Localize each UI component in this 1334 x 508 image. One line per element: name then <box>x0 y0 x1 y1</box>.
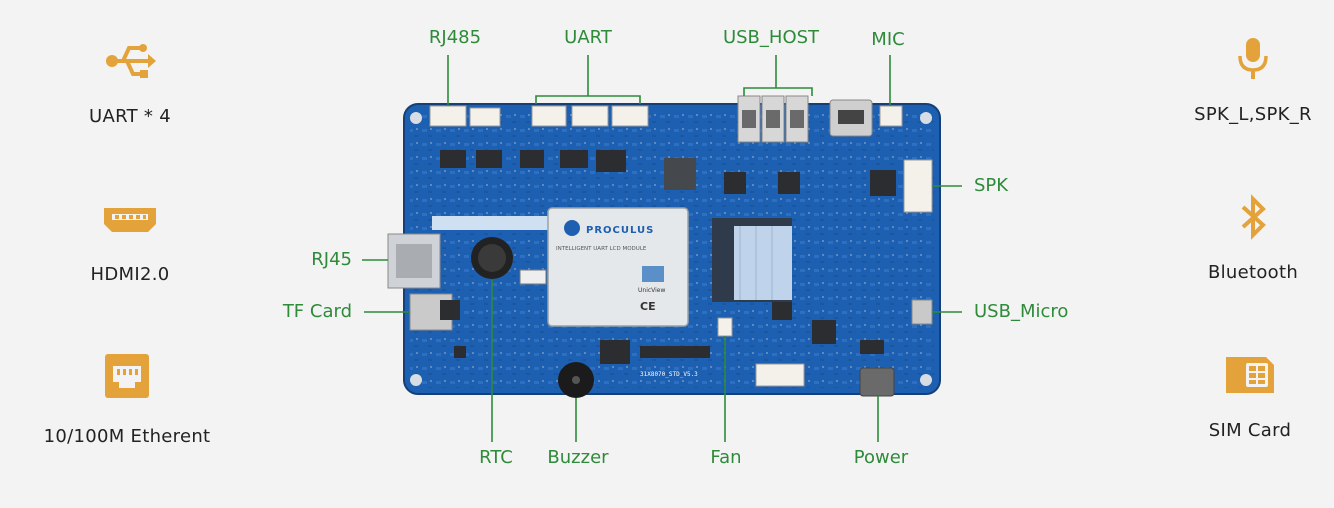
feature-uart: UART * 4 <box>30 38 230 127</box>
callout-usb-micro: USB_Micro <box>974 301 1069 322</box>
usb-branch-icon <box>30 38 230 84</box>
feature-hdmi: HDMI2.0 <box>30 196 230 285</box>
callout-uart: UART <box>564 27 612 48</box>
feature-label: HDMI2.0 <box>90 264 170 285</box>
callout-rj485: RJ485 <box>428 27 482 48</box>
callout-fan: Fan <box>710 447 742 468</box>
board-cert: CE <box>640 300 656 313</box>
bluetooth-icon <box>1153 194 1334 240</box>
callout-usb-host: USB_HOST <box>722 27 820 48</box>
callout-rtc: RTC <box>479 447 513 468</box>
feature-label: SPK_L,SPK_R <box>1194 104 1312 125</box>
feature-sim: SIM Card <box>1150 352 1334 441</box>
callout-rj45: RJ45 <box>311 249 352 270</box>
ethernet-port-icon <box>27 350 227 402</box>
feature-label: UART * 4 <box>89 106 171 127</box>
callout-tf-card: TF Card <box>282 301 352 322</box>
callout-buzzer: Buzzer <box>547 447 609 468</box>
feature-label: Bluetooth <box>1207 262 1299 283</box>
microphone-icon <box>1153 36 1334 82</box>
board-sub-brand: UnicView <box>638 287 665 294</box>
feature-label: 10/100M Etherent <box>43 426 211 447</box>
board-brand: PROCULUS <box>586 225 654 236</box>
callout-power: Power <box>853 447 909 468</box>
hdmi-port-icon <box>30 196 230 242</box>
callout-spk: SPK <box>974 175 1009 196</box>
board-model: 31X8070_STD_V5.3 <box>640 371 698 378</box>
feature-bluetooth: Bluetooth <box>1153 194 1334 283</box>
sim-card-icon <box>1150 352 1334 398</box>
feature-ethernet: 10/100M Etherent <box>27 350 227 447</box>
feature-label: SIM Card <box>1208 420 1292 441</box>
callout-mic: MIC <box>871 29 905 50</box>
feature-speaker: SPK_L,SPK_R <box>1153 36 1334 125</box>
board-module-text: INTELLIGENT UART LCD MODULE <box>556 246 647 252</box>
